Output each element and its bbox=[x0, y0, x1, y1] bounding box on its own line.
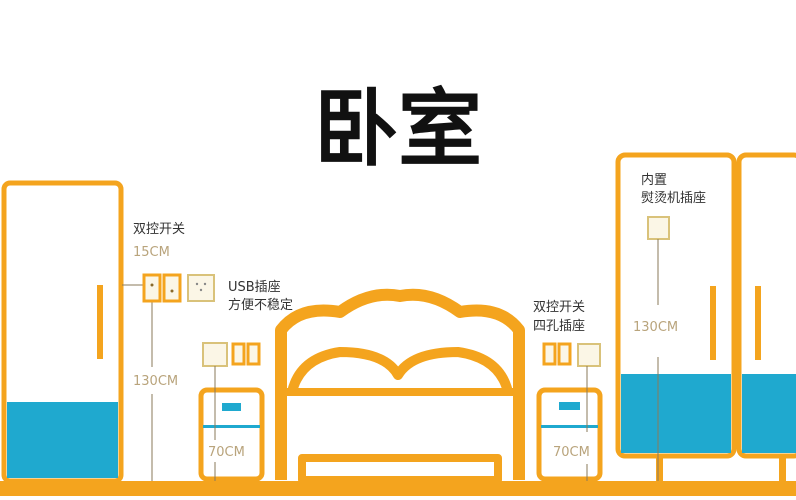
nightstand-height: 70CM bbox=[208, 445, 245, 460]
switch-label: 双控开关 bbox=[133, 222, 185, 237]
left-nightstand-outlets bbox=[202, 342, 261, 367]
right-nightstand bbox=[536, 387, 603, 482]
left-nightstand bbox=[198, 387, 265, 482]
iron-socket-icon bbox=[647, 216, 670, 240]
left-wardrobe bbox=[1, 180, 124, 484]
iron-socket-label-line1: 内置 bbox=[641, 172, 667, 188]
usb-label-line1: USB插座 bbox=[228, 280, 281, 295]
switch-height: 15CM bbox=[133, 245, 170, 260]
usb-label-line2: 方便不稳定 bbox=[228, 297, 293, 313]
floor bbox=[0, 481, 796, 496]
double-switch-icon bbox=[142, 273, 182, 303]
right-outlets bbox=[542, 342, 601, 367]
right-label-line1: 双控开关 bbox=[533, 300, 585, 315]
page-title: 卧室 bbox=[314, 80, 482, 178]
switch-height-label: 130CM bbox=[133, 374, 178, 389]
right-label-line2: 四孔插座 bbox=[533, 319, 585, 334]
bed bbox=[275, 288, 525, 484]
wardrobe-handle bbox=[97, 285, 103, 359]
nightstand-height-right: 70CM bbox=[553, 445, 590, 460]
usb-socket-icon bbox=[187, 274, 215, 302]
iron-socket-label-line2: 熨烫机插座 bbox=[641, 191, 706, 206]
iron-socket-height: 130CM bbox=[633, 320, 678, 335]
